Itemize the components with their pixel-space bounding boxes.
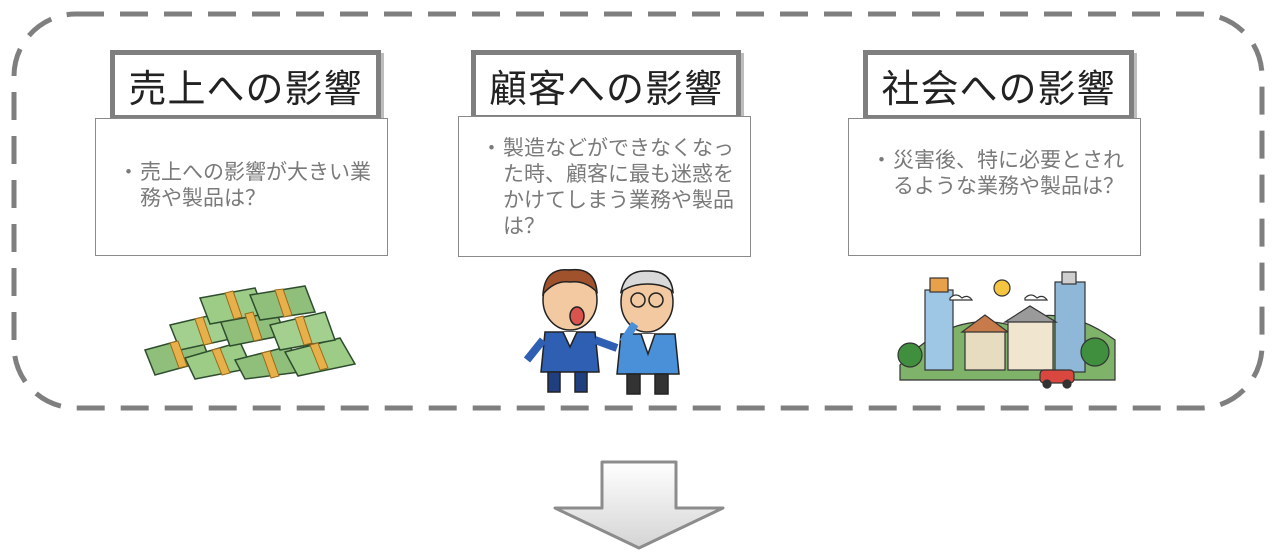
title-society-impact: 社会への影響 <box>863 50 1134 120</box>
desc-sales-impact: ・ 売上への影響が大きい業務や製品は？ <box>95 118 388 256</box>
townscape-illustration <box>897 271 1116 389</box>
desc-society-impact: ・ 災害後、特に必要とされるような業務や製品は？ <box>848 118 1141 256</box>
title-society-impact-text: 社会への影響 <box>881 66 1116 111</box>
desc-society-impact-text: 災害後、特に必要とされるような業務や製品は？ <box>893 148 1124 198</box>
title-sales-impact: 売上への影響 <box>110 50 381 120</box>
down-arrow-icon <box>553 460 725 550</box>
title-customer-impact-text: 顧客への影響 <box>488 66 723 111</box>
bullet: ・ <box>118 160 139 184</box>
desc-customer-impact: ・ 製造などができなくなった時、顧客に最も迷惑をかけてしまう業務や製品は？ <box>458 116 751 257</box>
money-stacks-illustration <box>143 285 357 380</box>
title-customer-impact: 顧客への影響 <box>471 50 741 120</box>
two-businessmen-illustration <box>523 268 680 395</box>
bullet: ・ <box>481 136 502 160</box>
desc-customer-impact-text: 製造などができなくなった時、顧客に最も迷惑をかけてしまう業務や製品は？ <box>503 136 734 238</box>
title-sales-impact-text: 売上への影響 <box>128 66 363 111</box>
bullet: ・ <box>871 148 892 172</box>
desc-sales-impact-text: 売上への影響が大きい業務や製品は？ <box>140 160 371 210</box>
